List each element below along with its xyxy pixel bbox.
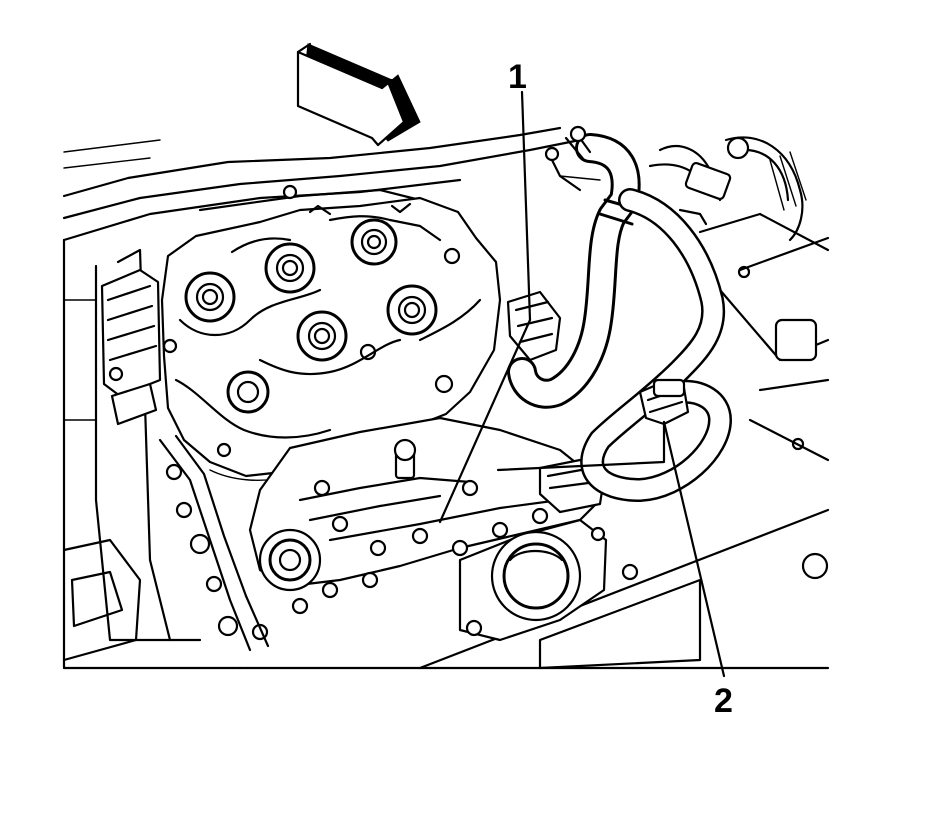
output-housing bbox=[458, 518, 639, 642]
cover-bolt-bosses bbox=[162, 218, 461, 458]
lower-hose bbox=[580, 188, 732, 502]
control-module bbox=[100, 268, 162, 426]
valve-body-cover bbox=[160, 196, 502, 481]
callout-1-label: 1 bbox=[508, 58, 527, 96]
wiring-harness bbox=[544, 145, 732, 226]
direction-arrow-icon bbox=[296, 42, 421, 147]
upper-hose bbox=[506, 125, 642, 409]
side-bolts bbox=[158, 434, 339, 652]
callout-2-label: 2 bbox=[714, 682, 733, 720]
callout-leaders bbox=[438, 90, 726, 678]
